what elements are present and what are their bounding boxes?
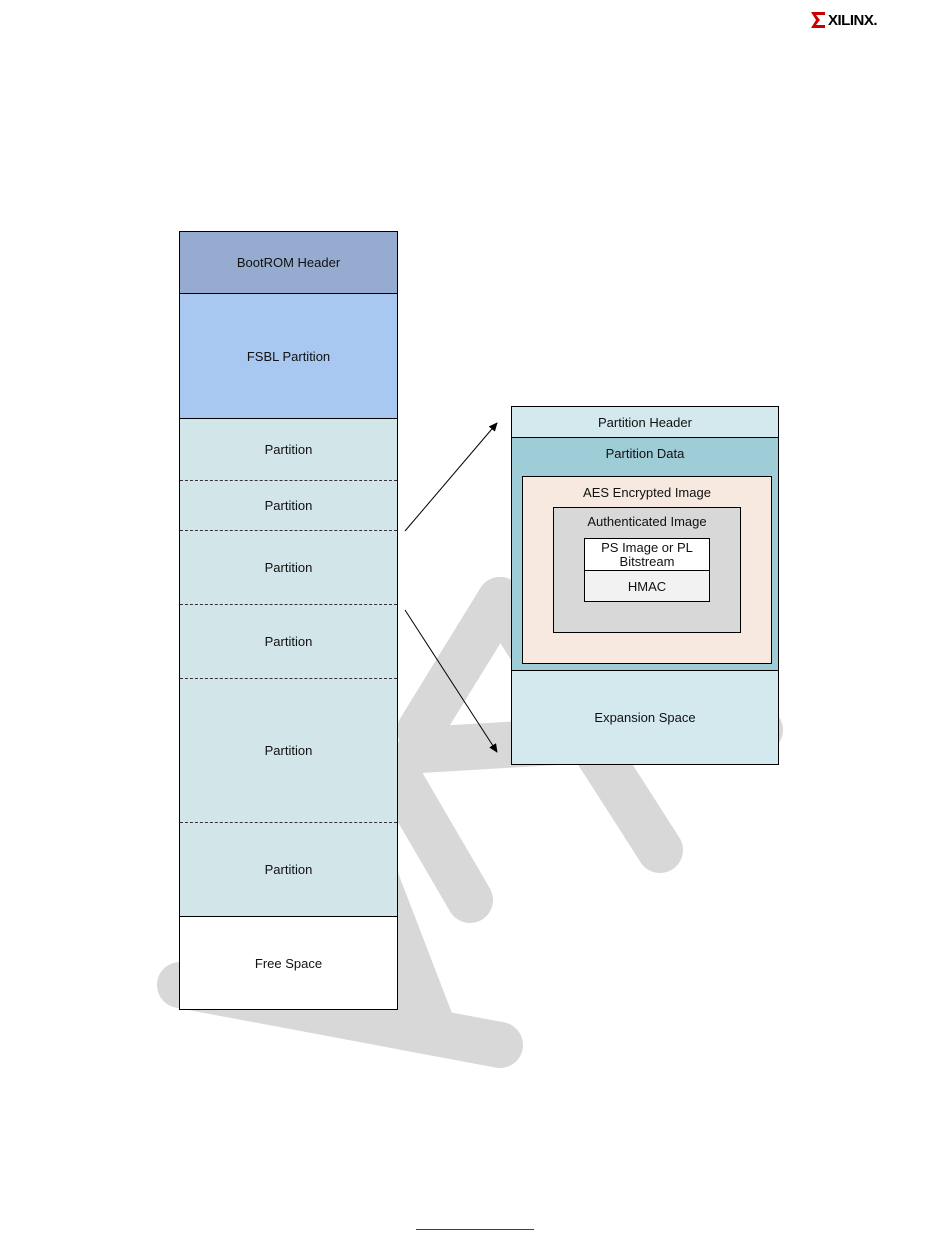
partition-label: Partition bbox=[265, 634, 313, 649]
logo-text: XILINX. bbox=[828, 12, 877, 29]
partition-block: Partition bbox=[180, 481, 397, 531]
xilinx-logo: XILINX. bbox=[810, 10, 877, 30]
footer-link[interactable] bbox=[416, 1217, 534, 1230]
partition-label: Partition bbox=[265, 498, 313, 513]
partition-label: Partition bbox=[265, 560, 313, 575]
xilinx-mark-icon bbox=[810, 11, 826, 29]
partition-block: Partition bbox=[180, 823, 397, 916]
bootrom-header-label: BootROM Header bbox=[237, 255, 340, 270]
authenticated-image-block: Authenticated Image PS Image or PL Bitst… bbox=[553, 507, 741, 633]
authenticated-image-label: Authenticated Image bbox=[554, 514, 740, 529]
free-space-block: Free Space bbox=[180, 916, 397, 1009]
image-block: PS Image or PL Bitstream HMAC bbox=[584, 538, 710, 602]
partition-label: Partition bbox=[265, 862, 313, 877]
partition-data-block: Partition Data AES Encrypted Image Authe… bbox=[512, 438, 778, 671]
fsbl-partition-label: FSBL Partition bbox=[247, 349, 330, 364]
aes-encrypted-image-block: AES Encrypted Image Authenticated Image … bbox=[522, 476, 772, 664]
ps-image-label: PS Image or PL Bitstream bbox=[585, 539, 709, 571]
partition-header-block: Partition Header bbox=[512, 407, 778, 438]
expansion-space-block: Expansion Space bbox=[512, 671, 778, 764]
partition-data-label: Partition Data bbox=[512, 446, 778, 461]
hmac-label: HMAC bbox=[585, 571, 709, 601]
aes-encrypted-image-label: AES Encrypted Image bbox=[523, 485, 771, 500]
partition-block: Partition bbox=[180, 605, 397, 679]
partition-block: Partition bbox=[180, 419, 397, 481]
upper-arrow bbox=[405, 423, 497, 531]
partition-label: Partition bbox=[265, 442, 313, 457]
partition-block: Partition bbox=[180, 679, 397, 823]
free-space-label: Free Space bbox=[255, 956, 322, 971]
lower-arrow bbox=[405, 610, 497, 752]
fsbl-partition-block: FSBL Partition bbox=[180, 294, 397, 419]
partition-block: Partition bbox=[180, 531, 397, 605]
expansion-space-label: Expansion Space bbox=[594, 710, 695, 725]
bootrom-header-block: BootROM Header bbox=[180, 232, 397, 294]
boot-image-stack: BootROM Header FSBL Partition Partition … bbox=[179, 231, 398, 1010]
partition-header-label: Partition Header bbox=[598, 415, 692, 430]
partition-detail: Partition Header Partition Data AES Encr… bbox=[511, 406, 779, 765]
partition-label: Partition bbox=[265, 743, 313, 758]
